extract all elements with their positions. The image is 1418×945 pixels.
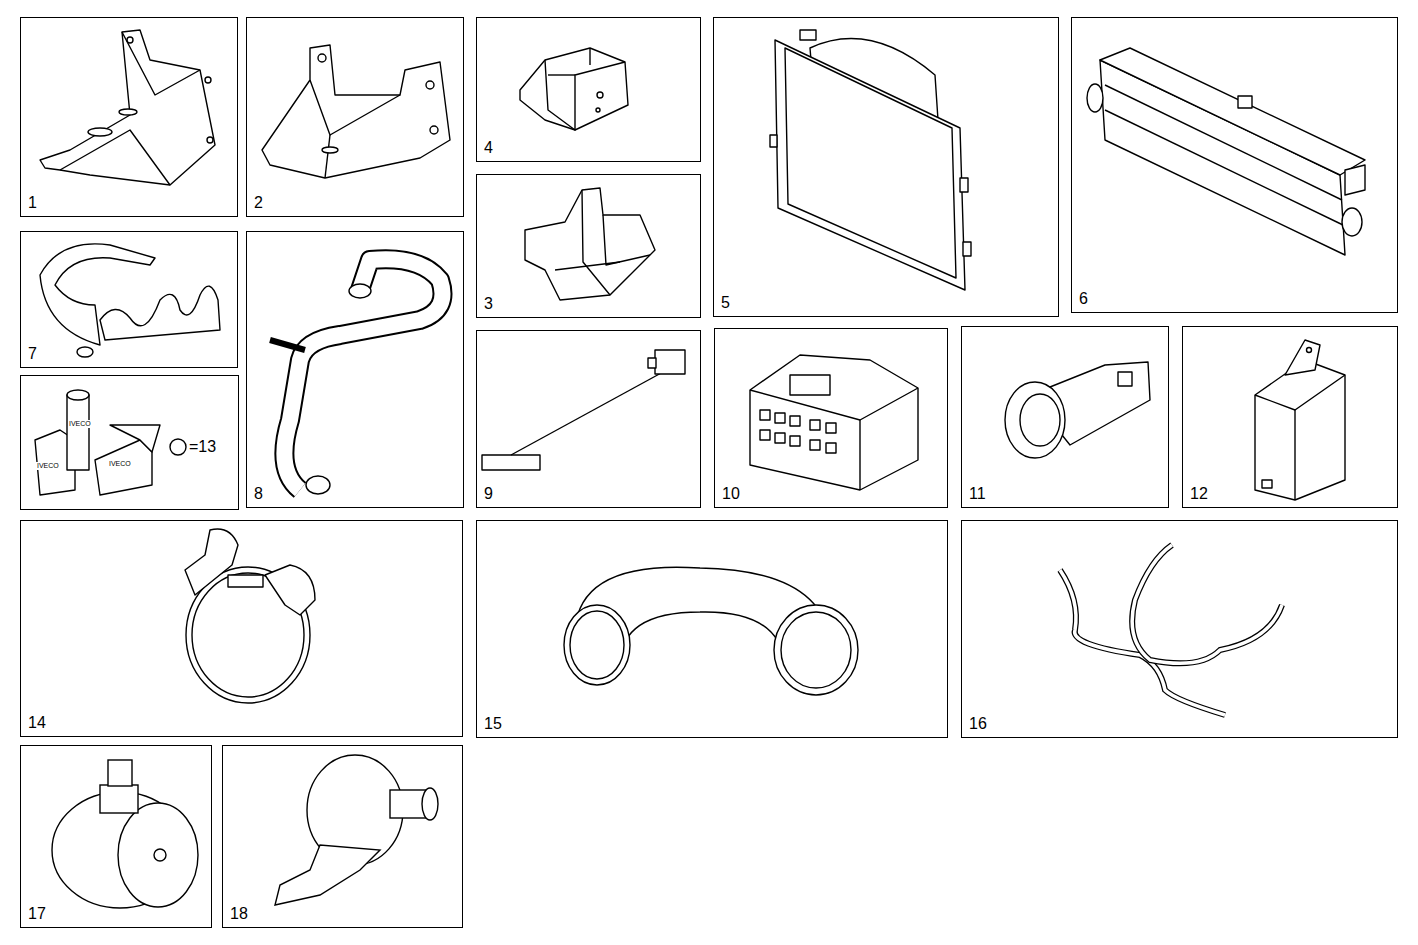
callout-number: 10 <box>722 485 740 503</box>
figure-panel: 15 <box>476 520 948 738</box>
callout-number: 5 <box>721 294 730 312</box>
figure-panel: 4 <box>476 17 701 162</box>
callout-number: 14 <box>28 714 46 732</box>
callout-number: 3 <box>484 295 493 313</box>
callout-number: 17 <box>28 905 46 923</box>
figure-panel: 14 <box>20 520 463 737</box>
callout-number: 6 <box>1079 290 1088 308</box>
callout-number: 2 <box>254 194 263 212</box>
figure-panel: 9 <box>476 330 701 508</box>
figure-panel: 10 <box>714 328 948 508</box>
figure-panel: 18 <box>222 745 463 928</box>
callout-number: 9 <box>484 485 493 503</box>
callout-number: 8 <box>254 485 263 503</box>
callout-number: 16 <box>969 715 987 733</box>
figure-panel: 3 <box>476 174 701 318</box>
figure-panel: 8 <box>246 231 464 508</box>
callout-number: 4 <box>484 139 493 157</box>
figure-panel: 1 <box>20 17 238 217</box>
callout-number: 18 <box>230 905 248 923</box>
figure-panel: =13 <box>20 375 239 510</box>
brand-label: IVECO <box>108 460 132 468</box>
figure-panel: 2 <box>246 17 464 217</box>
figure-panel: 12 <box>1182 326 1398 508</box>
brand-label: IVECO <box>36 462 60 470</box>
figure-panel: 7 <box>20 231 238 368</box>
callout-number: 7 <box>28 345 37 363</box>
callout-number: 15 <box>484 715 502 733</box>
brand-label: IVECO <box>68 420 92 428</box>
callout-number: 11 <box>969 485 986 503</box>
callout-number: 1 <box>28 194 37 212</box>
callout-number: =13 <box>189 438 216 456</box>
figure-panel: 5 <box>713 17 1059 317</box>
figure-panel: 16 <box>961 520 1398 738</box>
figure-panel: 6 <box>1071 17 1398 313</box>
callout-number: 12 <box>1190 485 1208 503</box>
figure-panel: 17 <box>20 745 212 928</box>
figure-panel: 11 <box>961 326 1169 508</box>
